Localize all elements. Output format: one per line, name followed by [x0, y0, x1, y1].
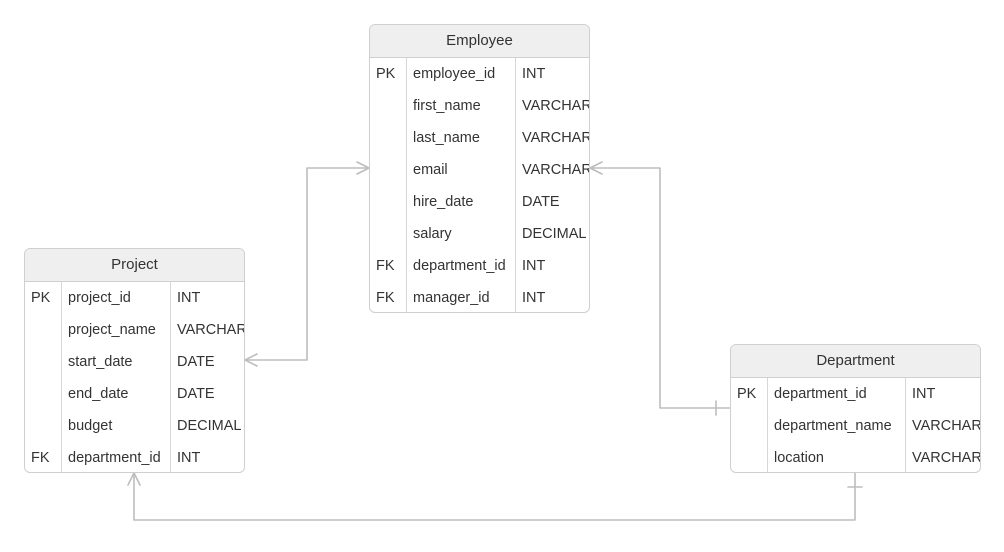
key-label: FK	[376, 290, 395, 306]
attribute-type: VARCHAR	[522, 130, 590, 146]
attribute-name: last_name	[413, 130, 480, 146]
attribute-row[interactable]: FK department_id INT	[25, 442, 244, 472]
attribute-name: start_date	[68, 354, 133, 370]
key-label	[25, 378, 62, 410]
entity-department[interactable]: Department PK department_id INT departme…	[730, 344, 981, 473]
attribute-row[interactable]: email VARCHAR	[370, 154, 589, 186]
column-divider	[61, 282, 62, 472]
attribute-row[interactable]: project_name VARCHAR	[25, 314, 244, 346]
attribute-type: DATE	[177, 386, 215, 402]
attribute-row[interactable]: FK department_id INT	[370, 250, 589, 282]
key-label	[370, 90, 407, 122]
attribute-name: first_name	[413, 98, 481, 114]
attribute-row[interactable]: last_name VARCHAR	[370, 122, 589, 154]
key-label	[731, 410, 768, 442]
attribute-name: manager_id	[413, 290, 490, 306]
column-divider	[905, 378, 906, 472]
attribute-name: project_name	[68, 322, 156, 338]
attribute-row[interactable]: salary DECIMAL	[370, 218, 589, 250]
attribute-type: VARCHAR	[177, 322, 245, 338]
attribute-table: PK project_id INT project_name VARCHAR s…	[25, 282, 244, 472]
attribute-row[interactable]: PK project_id INT	[25, 282, 244, 314]
key-label	[370, 186, 407, 218]
attribute-type: INT	[177, 290, 201, 306]
column-divider	[767, 378, 768, 472]
key-label: PK	[376, 66, 396, 82]
entity-project[interactable]: Project PK project_id INT project_name V…	[24, 248, 245, 473]
key-label	[370, 218, 407, 250]
attribute-row[interactable]: FK manager_id INT	[370, 282, 589, 312]
column-divider	[170, 282, 171, 472]
entity-title: Project	[25, 249, 244, 282]
attribute-name: department_id	[774, 386, 867, 402]
attribute-row[interactable]: budget DECIMAL	[25, 410, 244, 442]
crowfoot-many-employee-right-end	[589, 161, 603, 175]
attribute-name: department_id	[68, 450, 161, 466]
entity-title: Department	[731, 345, 980, 378]
attribute-row[interactable]: hire_date DATE	[370, 186, 589, 218]
attribute-name: employee_id	[413, 66, 496, 82]
attribute-row[interactable]: PK department_id INT	[731, 378, 980, 410]
attribute-name: department_name	[774, 418, 892, 434]
key-label	[25, 314, 62, 346]
attribute-name: hire_date	[413, 194, 474, 210]
attribute-type: VARCHAR	[912, 418, 981, 434]
key-label: FK	[376, 258, 395, 274]
key-label	[25, 346, 62, 378]
key-label	[370, 122, 407, 154]
attribute-type: DATE	[522, 194, 560, 210]
attribute-name: email	[413, 162, 448, 178]
attribute-type: INT	[522, 258, 546, 274]
project-department-relationship-line	[133, 472, 856, 521]
attribute-table: PK employee_id INT first_name VARCHAR la…	[370, 58, 589, 312]
attribute-name: department_id	[413, 258, 506, 274]
attribute-name: location	[774, 450, 824, 466]
attribute-type: VARCHAR	[912, 450, 981, 466]
attribute-row[interactable]: location VARCHAR	[731, 442, 981, 472]
employee-project-relationship-line	[244, 167, 370, 361]
employee-department-relationship-line	[589, 167, 731, 409]
key-label: FK	[31, 450, 50, 466]
attribute-row[interactable]: PK employee_id INT	[370, 58, 589, 90]
attribute-row[interactable]: start_date DATE	[25, 346, 244, 378]
attribute-row[interactable]: department_name VARCHAR	[731, 410, 980, 442]
attribute-type: DECIMAL	[177, 418, 242, 434]
attribute-type: VARCHAR	[522, 98, 590, 114]
key-label	[370, 154, 407, 186]
crowfoot-many-project-bottom-end	[127, 472, 141, 486]
attribute-type: VARCHAR	[522, 162, 590, 178]
key-label: PK	[737, 386, 757, 402]
column-divider	[515, 58, 516, 312]
attribute-name: project_id	[68, 290, 131, 306]
key-label: PK	[31, 290, 51, 306]
attribute-type: DECIMAL	[522, 226, 587, 242]
entity-employee[interactable]: Employee PK employee_id INT first_name V…	[369, 24, 590, 313]
attribute-type: DATE	[177, 354, 215, 370]
attribute-type: INT	[522, 66, 546, 82]
key-label	[25, 410, 62, 442]
attribute-type: INT	[912, 386, 936, 402]
attribute-row[interactable]: end_date DATE	[25, 378, 244, 410]
attribute-name: end_date	[68, 386, 129, 402]
key-label	[731, 442, 768, 472]
entity-title: Employee	[370, 25, 589, 58]
column-divider	[406, 58, 407, 312]
crowfoot-many-project-end	[244, 353, 258, 367]
attribute-type: INT	[522, 290, 546, 306]
attribute-row[interactable]: first_name VARCHAR	[370, 90, 589, 122]
attribute-table: PK department_id INT department_name VAR…	[731, 378, 981, 472]
attribute-name: budget	[68, 418, 113, 434]
attribute-type: INT	[177, 450, 201, 466]
attribute-name: salary	[413, 226, 452, 242]
